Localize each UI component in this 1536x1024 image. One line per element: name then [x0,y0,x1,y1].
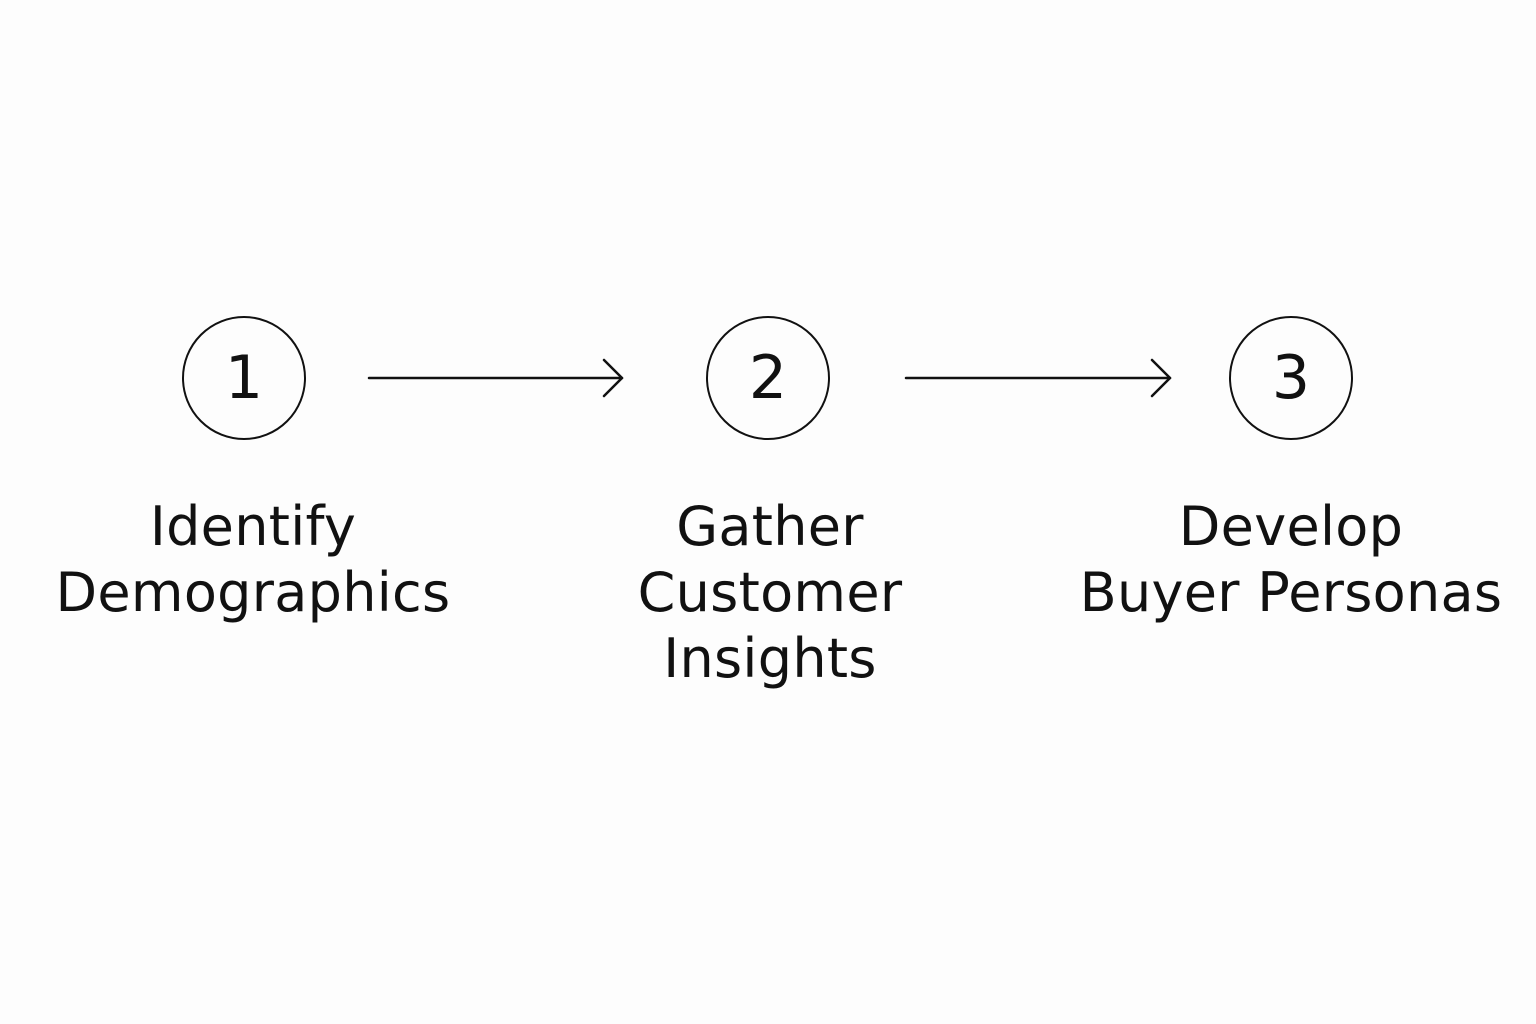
step-2-number: 2 [748,343,788,413]
step-2-label-line-1: Gather [676,495,864,558]
step-2-label-line-2: Customer [637,561,903,624]
step-1-label-line-1: Identify [149,495,357,558]
step-3-circle: 3 [1229,316,1353,440]
step-2-circle: 2 [706,316,830,440]
step-3-number: 3 [1271,343,1311,413]
arrow-right-icon [904,358,1172,398]
step-1-number: 1 [224,343,264,413]
step-1-label-line-2: Demographics [55,561,451,624]
step-1-label: Identify Demographics [13,494,493,626]
step-3-label: Develop Buyer Personas [1051,494,1531,626]
step-3-label-line-1: Develop [1178,495,1404,558]
arrow-right-icon [367,358,624,398]
step-1-circle: 1 [182,316,306,440]
step-3-label-line-2: Buyer Personas [1079,561,1503,624]
step-2-label: Gather Customer Insights [530,494,1010,692]
step-2-label-line-3: Insights [663,627,877,690]
